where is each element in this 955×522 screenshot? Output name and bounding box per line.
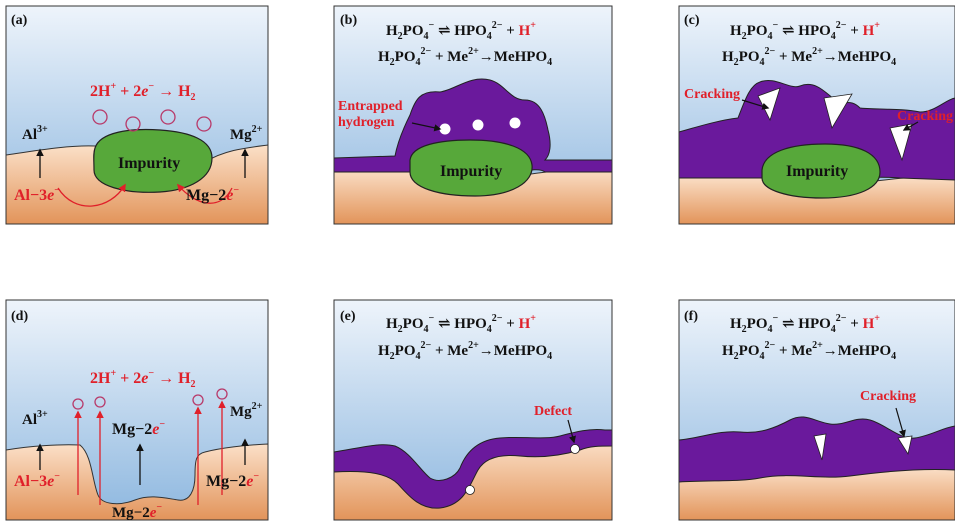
- equation-dissociation: H2PO4− ⇌ HPO42− + H+: [730, 20, 880, 42]
- impurity-particle: [409, 139, 533, 197]
- phosphate-coating: [679, 416, 955, 483]
- impurity-label: Impurity: [440, 163, 502, 180]
- equation-precipitation: H2PO42− + Me2+→MeHPO4: [378, 46, 552, 68]
- crack: [889, 123, 913, 162]
- entrapped-hydrogen-bubble: [439, 123, 451, 135]
- panel-c: (c) H2PO4− ⇌ HPO42− + H+ H2PO42− + Me2+→…: [678, 5, 955, 225]
- cracking-pointer-arrow: [902, 121, 919, 131]
- panel-d: (d) 2H+ + 2e− → H2 Al3+ Mg2+ Al−3e− Mg−2…: [5, 299, 269, 521]
- al-oxidation-label: Al−3e−: [14, 471, 60, 490]
- equation-dissociation: H2PO4− ⇌ HPO42− + H+: [386, 313, 536, 335]
- hydrogen-bubble: [160, 109, 176, 125]
- hydrogen-bubble: [94, 396, 106, 408]
- panel-e: (e) H2PO4− ⇌ HPO42− + H+ H2PO42− + Me2+→…: [333, 299, 613, 521]
- equation-precipitation: H2PO42− + Me2+→MeHPO4: [722, 46, 896, 68]
- al-ion-label: Al3+: [22, 409, 48, 428]
- mg-ion-label: Mg2+: [230, 401, 263, 420]
- hydrogen-bubble: [72, 398, 84, 410]
- entrapped-hydrogen-label-line2: hydrogen: [338, 115, 395, 130]
- defect-void: [465, 485, 475, 495]
- hydrogen-bubble: [192, 394, 204, 406]
- hydrogen-bubble: [125, 116, 141, 132]
- mg-oxidation-label-mid: Mg−2e−: [112, 419, 165, 438]
- panel-label-b: (b): [340, 13, 357, 28]
- cracking-pointer-arrow: [895, 407, 906, 438]
- cracking-label-left: Cracking: [684, 87, 740, 102]
- impurity-particle: [93, 128, 213, 193]
- cracking-pointer-arrow: [741, 99, 770, 110]
- defect-void: [570, 444, 580, 454]
- electron-flow-arrow: [176, 183, 233, 204]
- panel-a: (a) 2H+ + 2e− → H2 Impurity Al3+ Mg2+ Al…: [5, 5, 269, 225]
- impurity-label: Impurity: [786, 163, 848, 180]
- hydrogen-bubble: [216, 388, 228, 400]
- entrapped-hydrogen-label-line1: Entrapped: [338, 99, 403, 114]
- defect-label: Defect: [534, 404, 572, 419]
- equation-precipitation: H2PO42− + Me2+→MeHPO4: [378, 340, 552, 362]
- mg-ion-label: Mg2+: [230, 124, 263, 143]
- crack: [823, 93, 853, 130]
- hydrogen-bubble: [92, 109, 108, 125]
- panel-f: (f) H2PO4− ⇌ HPO42− + H+ H2PO42− + Me2+→…: [678, 299, 955, 521]
- panel-label-c: (c): [684, 13, 700, 28]
- equation-dissociation: H2PO4− ⇌ HPO42− + H+: [386, 20, 536, 42]
- mg-oxidation-label: Mg−2e−: [186, 185, 239, 204]
- cracking-label-right: Cracking: [897, 109, 953, 124]
- crack: [813, 433, 827, 461]
- panel-b: (b) H2PO4− ⇌ HPO42− + H+ H2PO42− + Me2+→…: [333, 5, 613, 225]
- cracking-label: Cracking: [860, 389, 916, 404]
- hydrogen-evolution-reaction: 2H+ + 2e− → H2: [90, 368, 196, 390]
- electron-flow-arrow: [57, 183, 126, 207]
- panel-label-e: (e): [340, 309, 356, 324]
- hydrogen-evolution-reaction: 2H+ + 2e− → H2: [90, 81, 196, 103]
- impurity-particle: [761, 143, 881, 199]
- hydrogen-bubble: [196, 116, 212, 132]
- mg-oxidation-label-right: Mg−2e−: [206, 471, 259, 490]
- panel-label-f: (f): [684, 309, 698, 324]
- equation-precipitation: H2PO42− + Me2+→MeHPO4: [722, 340, 896, 362]
- equation-dissociation: H2PO4− ⇌ HPO42− + H+: [730, 313, 880, 335]
- al-oxidation-label: Al−3e−: [14, 185, 60, 204]
- metal-substrate: [6, 443, 268, 520]
- entrapped-pointer-arrow: [411, 122, 442, 132]
- panel-label-a: (a): [11, 13, 28, 28]
- mg-oxidation-label-bottom: Mg−2e−: [112, 502, 162, 521]
- impurity-label: Impurity: [118, 155, 180, 172]
- defect-pointer-arrow: [567, 419, 576, 444]
- phosphate-coating: [334, 429, 612, 509]
- entrapped-hydrogen-bubble: [509, 117, 521, 129]
- al-ion-label: Al3+: [22, 124, 48, 143]
- entrapped-hydrogen-bubble: [472, 119, 484, 131]
- panel-label-d: (d): [11, 309, 28, 324]
